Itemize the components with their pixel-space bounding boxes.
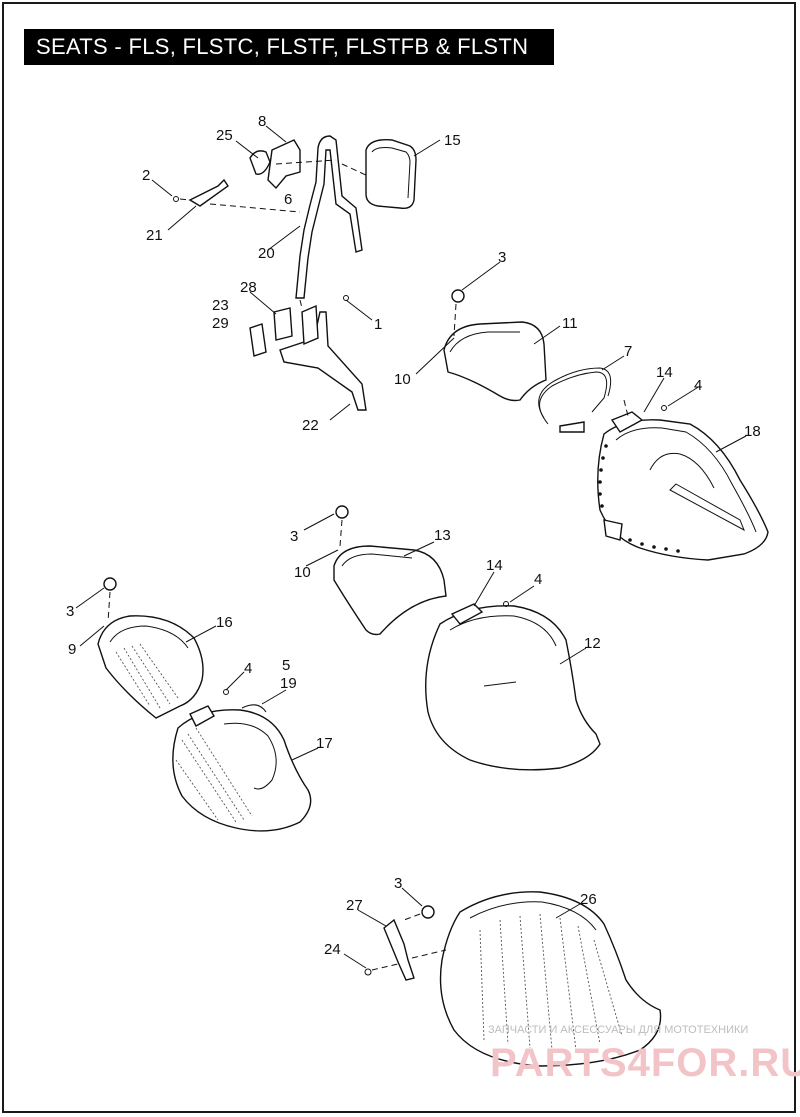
spacer — [249, 323, 267, 357]
watermark: ЗАПЧАСТИ И АКСЕССУАРЫ ДЛЯ МОТОТЕХНИКИ PA… — [488, 1024, 800, 1085]
sissy-bar-assembly — [173, 135, 417, 411]
seat-bracket-27 — [383, 918, 415, 981]
screw-4 — [661, 405, 667, 411]
callout-28: 28 — [240, 279, 257, 296]
pillion-seat-16 — [97, 615, 204, 719]
callout-27: 27 — [346, 897, 363, 914]
screw-24 — [364, 968, 372, 976]
callout-18: 18 — [744, 423, 761, 440]
seat-nut — [451, 289, 465, 303]
solo-seat — [425, 605, 601, 771]
callout-10: 10 — [394, 371, 411, 388]
callout-25: 25 — [216, 127, 233, 144]
callout-3: 3 — [66, 603, 74, 620]
pillion-seat — [333, 545, 447, 636]
watermark-tagline: ЗАПЧАСТИ И АКСЕССУАРЫ ДЛЯ МОТОТЕХНИКИ — [488, 1024, 748, 1036]
screw-4 — [503, 601, 509, 607]
passenger-pillion-group — [443, 289, 612, 433]
passenger-pillion — [443, 321, 547, 402]
callout-29: 29 — [212, 315, 229, 332]
studded-seat — [597, 419, 769, 561]
seat-26-group — [364, 891, 662, 1067]
side-plate — [279, 311, 367, 411]
seat-12-group — [425, 601, 601, 771]
screw-1 — [343, 295, 349, 301]
callout-6: 6 — [284, 191, 292, 208]
callout-14: 14 — [656, 364, 673, 381]
callout-4: 4 — [244, 660, 252, 677]
callout-9: 9 — [68, 641, 76, 658]
callout-4: 4 — [694, 377, 702, 394]
callout-10: 10 — [294, 564, 311, 581]
callout-19: 19 — [280, 675, 297, 692]
callout-21: 21 — [146, 227, 163, 244]
screw-4 — [223, 689, 229, 695]
callout-15: 15 — [444, 132, 461, 149]
seat-bracket — [450, 603, 484, 625]
backrest-plate — [267, 139, 301, 190]
callout-5: 5 — [282, 657, 290, 674]
callout-23: 23 — [212, 297, 229, 314]
callout-leaders — [75, 125, 747, 969]
callout-12: 12 — [584, 635, 601, 652]
callout-16: 16 — [216, 614, 233, 631]
seat-bracket — [610, 411, 644, 433]
seat-nut — [335, 505, 349, 519]
backrest-pad-edge — [371, 147, 411, 199]
backrest-pad — [365, 139, 417, 210]
callout-4: 4 — [534, 571, 542, 588]
callout-numbers: 25 8 15 2 6 21 20 28 23 29 1 22 3 11 10 … — [66, 113, 761, 958]
seat-17-group — [172, 689, 312, 832]
studs-row — [598, 444, 680, 553]
callout-3: 3 — [394, 875, 402, 892]
pillion-13-group — [333, 505, 447, 636]
callout-2: 2 — [142, 167, 150, 184]
solo-seat-17 — [172, 709, 312, 832]
screw-2 — [173, 196, 179, 202]
bushing — [273, 307, 293, 341]
callout-11: 11 — [562, 315, 578, 332]
sissy-bar-upright — [295, 135, 363, 299]
callout-14: 14 — [486, 557, 503, 574]
touring-seat — [439, 891, 662, 1067]
seat-bracket — [189, 705, 215, 727]
seat-nut — [103, 577, 117, 591]
studded-seat-group — [597, 399, 769, 561]
callout-7: 7 — [624, 343, 632, 360]
mounting-bracket — [188, 178, 229, 207]
callout-1: 1 — [374, 316, 382, 333]
callout-3: 3 — [498, 249, 506, 266]
seat-nut — [421, 905, 435, 919]
callout-24: 24 — [324, 941, 341, 958]
callout-22: 22 — [302, 417, 319, 434]
spring-clip — [249, 150, 271, 175]
callout-17: 17 — [316, 735, 333, 752]
callout-3: 3 — [290, 528, 298, 545]
callout-26: 26 — [580, 891, 597, 908]
watermark-brand: PARTS4FOR.RU — [490, 1041, 800, 1085]
page-title: SEATS - FLS, FLSTC, FLSTF, FLSTFB & FLST… — [24, 29, 554, 65]
passenger-strap — [539, 371, 608, 419]
callout-20: 20 — [258, 245, 275, 262]
callout-8: 8 — [258, 113, 266, 130]
side-plate-tab — [301, 304, 319, 346]
callout-13: 13 — [434, 527, 451, 544]
pillion-16-group — [97, 577, 204, 719]
